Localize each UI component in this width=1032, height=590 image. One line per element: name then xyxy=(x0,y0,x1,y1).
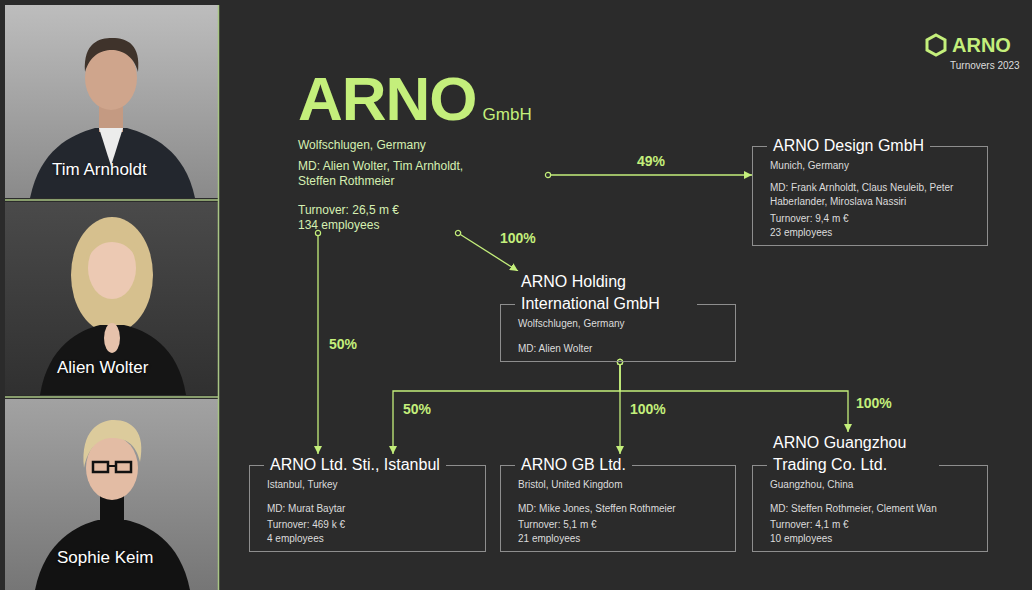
ownership-arrow xyxy=(548,174,752,175)
ownership-arrow xyxy=(393,362,620,454)
company-box: ARNO Holding International GmbH Wolfschlu… xyxy=(500,271,736,362)
company-detail: MD: Murat Baytar xyxy=(249,502,486,516)
company-detail: 4 employees xyxy=(249,532,486,546)
company-detail: Turnover: 9,4 m € xyxy=(752,212,988,226)
portrait-photo xyxy=(5,5,218,198)
company-detail: 10 employees xyxy=(752,532,988,546)
share-label: 50% xyxy=(327,336,359,352)
person-name: Alien Wolter xyxy=(57,358,148,378)
portrait-photo xyxy=(5,399,218,590)
share-label: 50% xyxy=(401,401,433,417)
portrait-photo xyxy=(5,202,218,395)
company-name: ARNO Design GmbH xyxy=(767,135,930,157)
subtitle: Turnovers 2023 xyxy=(950,60,1020,72)
company-box: ARNO GB Ltd. Bristol, United KingdomMD: M… xyxy=(500,454,736,552)
logo-text: ARNO xyxy=(952,34,1011,56)
share-label: 49% xyxy=(635,153,667,169)
panel-separator xyxy=(5,5,219,590)
company-detail: Wolfschlugen, Germany xyxy=(500,317,736,331)
ownership-arrow xyxy=(620,362,848,432)
share-label: 100% xyxy=(628,401,668,417)
company-detail: Bristol, United Kingdom xyxy=(500,478,736,492)
company-name: ARNO Guangzhou Trading Co. Ltd. xyxy=(767,432,939,476)
company-detail: Turnover: 26,5 m € xyxy=(298,203,498,218)
company-name: ARNO GB Ltd. xyxy=(515,454,632,476)
company-detail: Guangzhou, China xyxy=(752,478,988,492)
company-detail: Wolfschlugen, Germany xyxy=(298,138,498,153)
company-block: ARNO GmbH Wolfschlugen, GermanyMD: Alien W… xyxy=(298,68,548,233)
company-box: ARNO Guangzhou Trading Co. Ltd. Guangzhou… xyxy=(752,432,988,552)
company-detail: MD: Alien Wolter, Tim Arnholdt, Steffen … xyxy=(298,159,498,189)
company-detail: Turnover: 469 k € xyxy=(249,518,486,532)
company-detail: 21 employees xyxy=(500,532,736,546)
company-detail: 23 employees xyxy=(752,226,988,240)
company-detail: MD: Steffen Rothmeier, Clement Wan xyxy=(752,502,988,516)
company-detail: MD: Frank Arnholdt, Claus Neuleib, Peter… xyxy=(752,181,988,209)
logo-icon xyxy=(927,35,945,55)
company-box: ARNO Design GmbH Munich, GermanyMD: Frank… xyxy=(752,135,988,246)
ownership-arrow xyxy=(317,233,318,454)
company-box: ARNO Ltd. Sti., IstanbulIstanbul, Turkey… xyxy=(249,454,486,552)
person-name: Tim Arnholdt xyxy=(52,160,147,180)
company-name: ARNO Holding International GmbH xyxy=(515,271,697,315)
company-detail: MD: Alien Wolter xyxy=(500,342,736,356)
company-detail: Munich, Germany xyxy=(752,159,988,173)
company-detail: MD: Mike Jones, Steffen Rothmeier xyxy=(500,502,736,516)
company-detail: 134 employees xyxy=(298,218,498,233)
company-name: ARNO xyxy=(298,68,477,130)
legal-form: GmbH xyxy=(483,105,532,125)
company-detail: Istanbul, Turkey xyxy=(249,478,486,492)
share-label: 100% xyxy=(854,395,894,411)
person-name: Sophie Keim xyxy=(57,548,153,568)
company-detail: Turnover: 4,1 m € xyxy=(752,518,988,532)
company-name: ARNO Ltd. Sti., Istanbul xyxy=(264,454,446,476)
share-label: 100% xyxy=(498,230,538,246)
company-detail: Turnover: 5,1 m € xyxy=(500,518,736,532)
